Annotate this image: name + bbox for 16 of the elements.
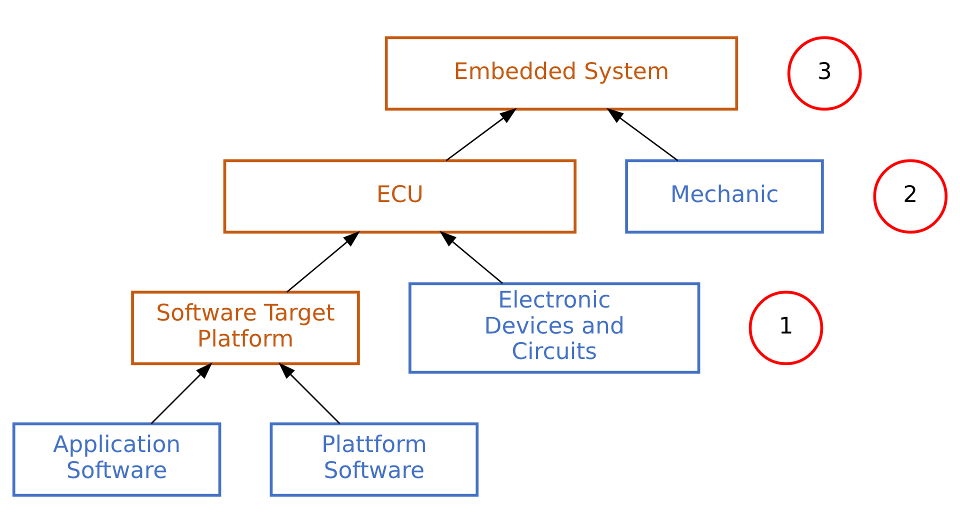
node-box: Embedded System (384, 36, 738, 110)
arrow (286, 230, 360, 292)
node-circle: 3 (787, 36, 862, 110)
node-box: Mechanic (625, 158, 824, 234)
arrow (606, 108, 678, 161)
node-circle: 2 (873, 158, 948, 234)
node-box: Application Software (12, 422, 222, 496)
node-circle: 1 (748, 290, 824, 365)
node-box: Electronic Devices and Circuits (408, 282, 700, 374)
arrow (278, 362, 340, 424)
arrow (446, 108, 517, 161)
node-box: Software Target Platform (131, 290, 360, 365)
node-box: Plattform Software (270, 422, 479, 496)
node-box: ECU (223, 158, 577, 234)
arrow (439, 230, 503, 284)
arrow (150, 362, 212, 424)
